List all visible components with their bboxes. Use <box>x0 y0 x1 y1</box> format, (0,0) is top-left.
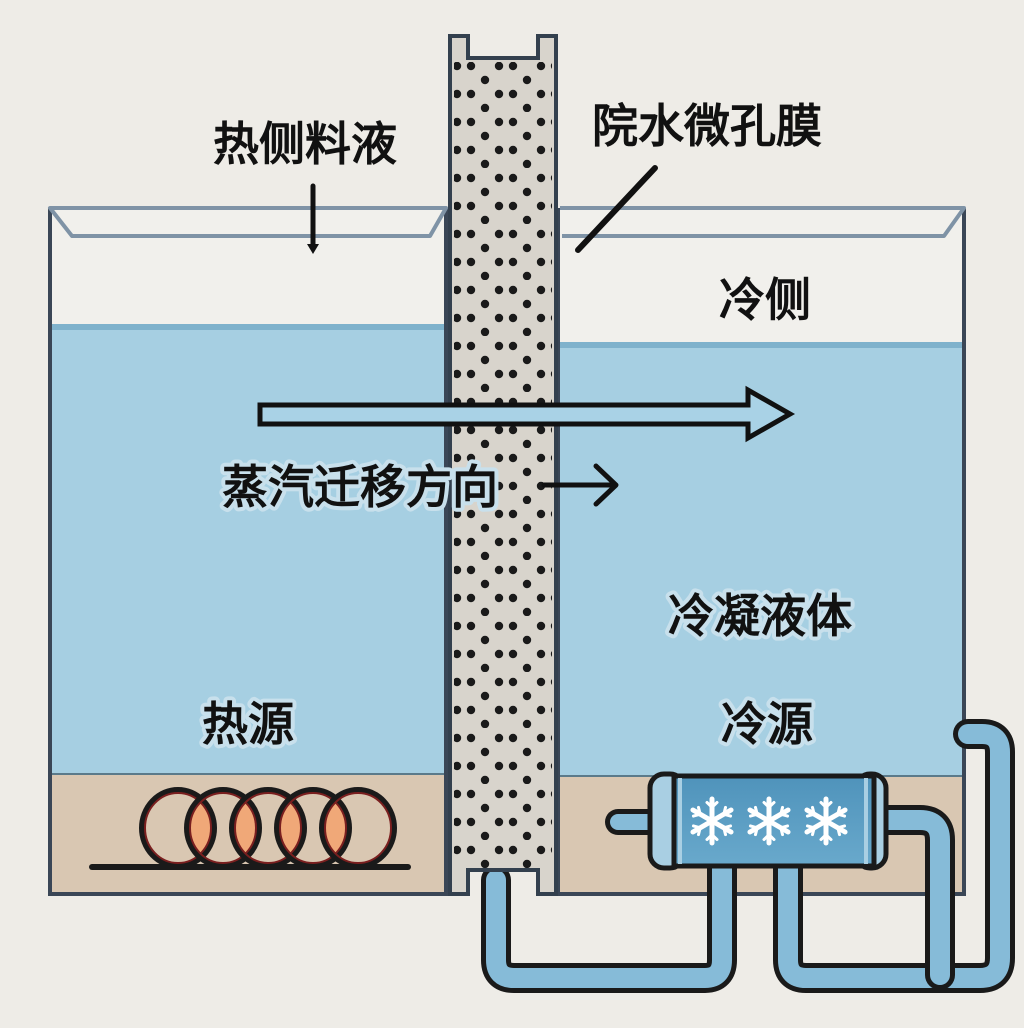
hot-tank-outline <box>48 208 448 896</box>
coil-loop-inner <box>279 792 347 864</box>
coil-loop-inner <box>234 792 302 864</box>
cold-liquid-surface <box>558 342 964 348</box>
hot-tank-air <box>50 208 446 326</box>
label-vapor-direction: 蒸汽迁移方向 <box>222 460 498 514</box>
hot-liquid <box>50 326 446 774</box>
coil-loop-inner <box>189 792 257 864</box>
hot-liquid-surface <box>50 324 446 330</box>
cold-tank-lid <box>560 206 966 238</box>
snowflake-icon <box>804 796 848 846</box>
label-cold-source: 冷源 <box>721 697 813 751</box>
membrane-pores <box>454 62 552 868</box>
coil-loop-inner <box>324 792 392 864</box>
snowflake-icon <box>747 796 791 846</box>
membrane-pointer <box>575 165 658 253</box>
cold-tank-air <box>558 208 964 346</box>
label-heat-source: 热源 <box>202 697 294 751</box>
vapor-flow-arrow <box>257 385 796 443</box>
hot-tank <box>48 206 448 896</box>
label-condensate: 冷凝液体 <box>668 589 852 643</box>
label-cold-side: 冷侧 <box>719 273 811 327</box>
cooler-body <box>671 773 877 869</box>
cooler <box>647 771 889 871</box>
label-hot-feed: 热侧料液 <box>213 117 397 171</box>
hydrophobic-membrane <box>448 34 558 896</box>
hot-feed-pointer <box>307 183 319 254</box>
heating-coil-icon <box>89 787 411 870</box>
snowflake-icon <box>690 796 734 846</box>
direction-arrow-icon <box>541 463 619 507</box>
label-membrane: 院水微孔膜 <box>592 99 822 153</box>
coil-loop-inner <box>144 792 212 864</box>
cooling-pipes <box>481 719 1015 993</box>
